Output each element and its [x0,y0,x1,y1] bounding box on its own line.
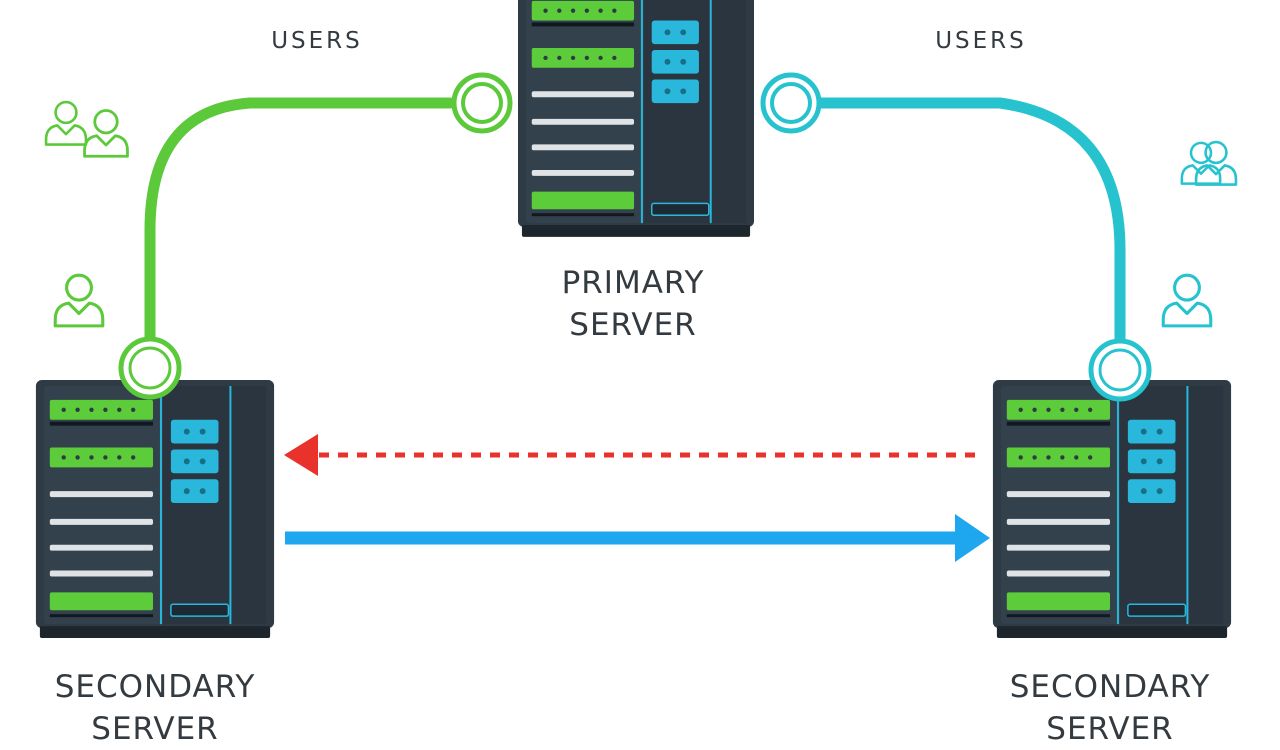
diagram-canvas [35,0,1238,638]
user-group-left-icon [44,100,129,158]
user-left-icon [53,273,105,328]
secondary-left-server-label: SECONDARY SERVER [20,666,290,750]
users-right-label: USERS [935,28,1027,54]
link-primary-secondary-right [814,97,1126,374]
secondary-right-server-label: SECONDARY SERVER [975,666,1245,750]
link-primary-secondary-left [144,97,456,374]
secondary-left-server-icon [35,380,275,638]
secondary-left-label-line1: SECONDARY [54,669,256,705]
connector-secondary-left-icon [118,336,182,400]
secondary-right-label-line1: SECONDARY [1009,669,1211,705]
connector-primary-left-icon [451,72,513,134]
solid-arrow-head-icon [955,514,990,562]
secondary-right-label-line2: SERVER [1046,711,1174,747]
user-right-icon [1161,273,1213,328]
primary-server-label: PRIMARY SERVER [508,262,758,346]
secondary-left-label-line2: SERVER [91,711,219,747]
dotted-arrow-head-icon [284,434,318,476]
primary-server-icon [518,0,754,238]
connector-primary-right-icon [760,72,822,134]
primary-server-label-line2: SERVER [569,307,697,343]
user-group-right-icon [1180,140,1238,187]
secondary-right-server-icon [991,380,1233,638]
connector-secondary-right-icon [1088,338,1152,402]
primary-server-label-line1: PRIMARY [561,265,705,301]
users-left-label: USERS [271,28,363,54]
